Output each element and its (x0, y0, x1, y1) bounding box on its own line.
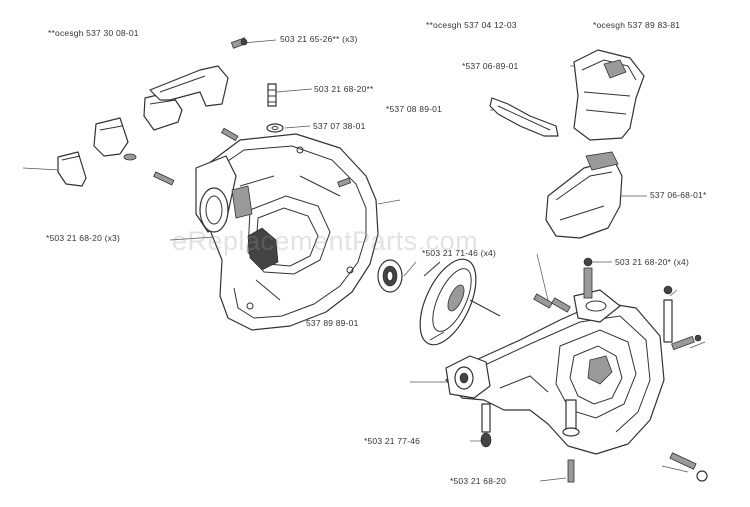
part-label-1: **ocesgh 537 30 08-01 (48, 28, 139, 38)
part-label-6: *ocesgh 537 89 83-81 (593, 20, 681, 30)
part-label-13: 537 89 89-01 (306, 318, 359, 328)
part-label-10: *503 21 68-20 (x3) (46, 233, 121, 243)
part-label-7: *537 06-89-01 (462, 61, 519, 71)
part-label-4: 537 07 38-01 (313, 121, 366, 131)
crankcase-housing (153, 127, 401, 331)
guard-parts (489, 49, 645, 239)
part-label-2: 503 21 65-26** (x3) (280, 34, 358, 44)
bearing (377, 259, 417, 293)
part-label-12: 503 21 68-20* (x4) (615, 257, 690, 267)
part-label-11: *503 21 71-46 (x4) (422, 248, 497, 258)
bracket-clip-parts (57, 37, 248, 187)
part-label-5: **ocesgh 537 04 12-03 (426, 20, 517, 30)
gearbox-housing (445, 257, 708, 483)
part-label-14: *503 21 77-46 (364, 436, 421, 446)
clutch-drum (419, 258, 501, 346)
part-label-3: 503 21 68-20** (314, 84, 374, 94)
watermark: eReplacementParts.com (172, 226, 479, 256)
part-label-8: *537 08 89-01 (386, 104, 443, 114)
part-label-9: 537 06-68-01* (650, 190, 707, 200)
screw-and-washer (266, 83, 284, 133)
part-label-15: *503 21 68-20 (450, 476, 507, 486)
